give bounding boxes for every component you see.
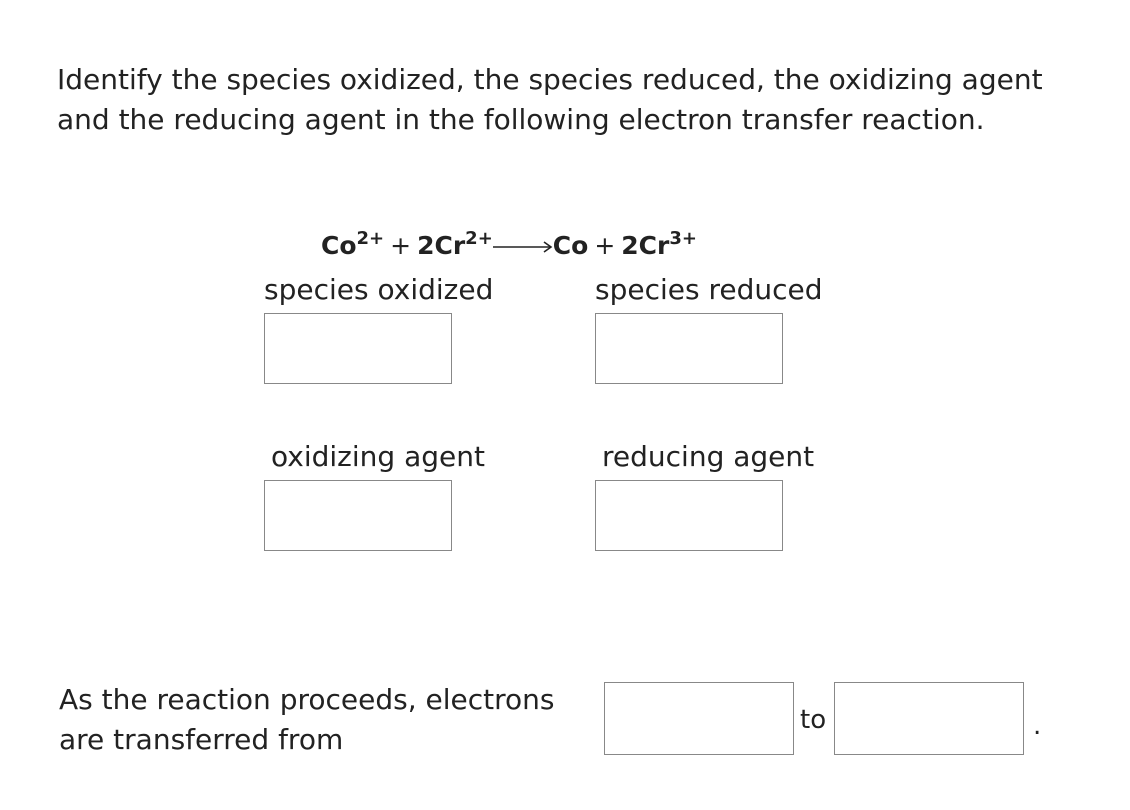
species-oxidized-input[interactable] (264, 313, 452, 384)
question-text: Identify the species oxidized, the speci… (57, 63, 1043, 136)
electron-transfer-sentence: As the reaction proceeds, electrons are … (59, 683, 555, 756)
plus-sign: + (594, 231, 616, 260)
reactant-cobalt-charge: 2+ (356, 228, 385, 249)
species-oxidized-label: species oxidized (264, 273, 494, 306)
reactant-cobalt-symbol: Co (321, 231, 357, 260)
reaction-arrow-icon (492, 241, 553, 253)
species-reduced-label: species reduced (595, 273, 823, 306)
product-chromium: 2Cr3+ (621, 228, 697, 261)
reactant-chromium: 2Cr2+ (417, 228, 493, 261)
product-cobalt: Co (552, 231, 589, 260)
transfer-to-input[interactable] (834, 682, 1024, 755)
plus-sign: + (390, 231, 412, 260)
transfer-from-input[interactable] (604, 682, 794, 755)
sentence-period: . (1033, 711, 1042, 741)
species-reduced-input[interactable] (595, 313, 783, 384)
reactant-chromium-symbol: 2Cr (417, 231, 466, 260)
to-label: to (800, 705, 827, 735)
reducing-agent-label: reducing agent (602, 440, 815, 473)
oxidizing-agent-label: oxidizing agent (271, 440, 485, 473)
reactant-chromium-charge: 2+ (465, 228, 493, 249)
reactant-cobalt: Co2+ (321, 228, 385, 261)
product-chromium-charge: 3+ (669, 228, 697, 249)
reducing-agent-input[interactable] (595, 480, 783, 551)
chemical-equation: Co2++2Cr2+Co+2Cr3+ (321, 226, 697, 266)
oxidizing-agent-input[interactable] (264, 480, 452, 551)
product-chromium-symbol: 2Cr (621, 231, 670, 260)
